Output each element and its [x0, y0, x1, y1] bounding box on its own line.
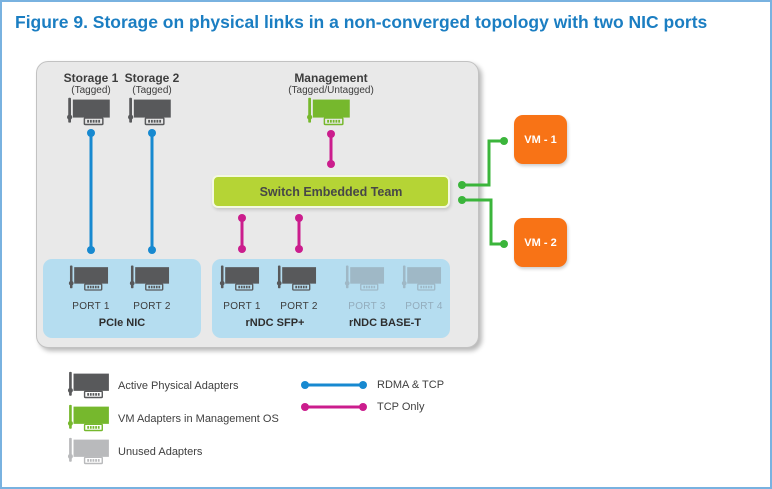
- rndc-baset-port3-adapter-icon: [343, 265, 387, 293]
- management-adapter-icon: [305, 97, 353, 128]
- legend-active-adapter-icon: [66, 371, 112, 401]
- pcie-port2-label: PORT 2: [133, 301, 171, 312]
- vm2-box: VM - 2: [514, 218, 567, 267]
- management-tag: (Tagged/Untagged): [288, 85, 374, 97]
- rndc-baset-port4-label: PORT 4: [405, 301, 443, 312]
- connector-dot: [500, 240, 508, 248]
- pcie-port1-adapter-icon: [67, 265, 111, 293]
- switch-embedded-team: Switch Embedded Team: [212, 175, 450, 208]
- vm1-box: VM - 1: [514, 115, 567, 164]
- connector-dot: [301, 381, 309, 389]
- management-name: Management: [294, 71, 368, 85]
- storage2-name: Storage 2: [124, 71, 180, 85]
- connector-dot: [359, 403, 367, 411]
- connector-dot: [500, 137, 508, 145]
- vm1-label: VM - 1: [524, 133, 557, 146]
- rndc-baset-group-label: rNDC BASE-T: [348, 317, 422, 329]
- vm2-label: VM - 2: [524, 236, 557, 249]
- pcie-port1-label: PORT 1: [72, 301, 110, 312]
- storage1-adapter-icon: [65, 97, 113, 128]
- rndc-sfp-port2-adapter-icon: [275, 265, 319, 293]
- legend-vm-adapters-label: VM Adapters in Management OS: [118, 413, 279, 425]
- storage1-name: Storage 1: [63, 71, 119, 85]
- rndc-baset-port3-label: PORT 3: [348, 301, 386, 312]
- legend-tcp-only-label: TCP Only: [377, 401, 425, 413]
- legend-rdma-tcp-label: RDMA & TCP: [377, 379, 445, 391]
- connector-dot: [359, 381, 367, 389]
- switch-embedded-team-label: Switch Embedded Team: [259, 184, 403, 199]
- storage2-adapter-icon: [126, 97, 174, 128]
- rndc-baset-port4-adapter-icon: [400, 265, 444, 293]
- rndc-sfp-port1-adapter-icon: [218, 265, 262, 293]
- storage1-label: Storage 1 (Tagged): [41, 71, 141, 97]
- storage2-tag: (Tagged): [132, 85, 172, 97]
- legend-unused-adapters-label: Unused Adapters: [118, 446, 203, 458]
- pcie-nic-box: [43, 259, 201, 338]
- connector-dot: [301, 403, 309, 411]
- legend-active-adapters-label: Active Physical Adapters: [118, 380, 239, 392]
- management-label: Management (Tagged/Untagged): [271, 71, 391, 97]
- storage1-tag: (Tagged): [71, 85, 111, 97]
- pcie-nic-group-label: PCIe NIC: [98, 317, 146, 329]
- rndc-sfp-port1-label: PORT 1: [223, 301, 261, 312]
- legend-unused-adapter-icon: [66, 437, 112, 467]
- legend-vm-adapter-icon: [66, 404, 112, 434]
- storage2-label: Storage 2 (Tagged): [102, 71, 202, 97]
- pcie-port2-adapter-icon: [128, 265, 172, 293]
- rndc-sfp-group-label: rNDC SFP+: [245, 317, 305, 329]
- rndc-sfp-port2-label: PORT 2: [280, 301, 318, 312]
- figure-title: Figure 9. Storage on physical links in a…: [15, 12, 708, 32]
